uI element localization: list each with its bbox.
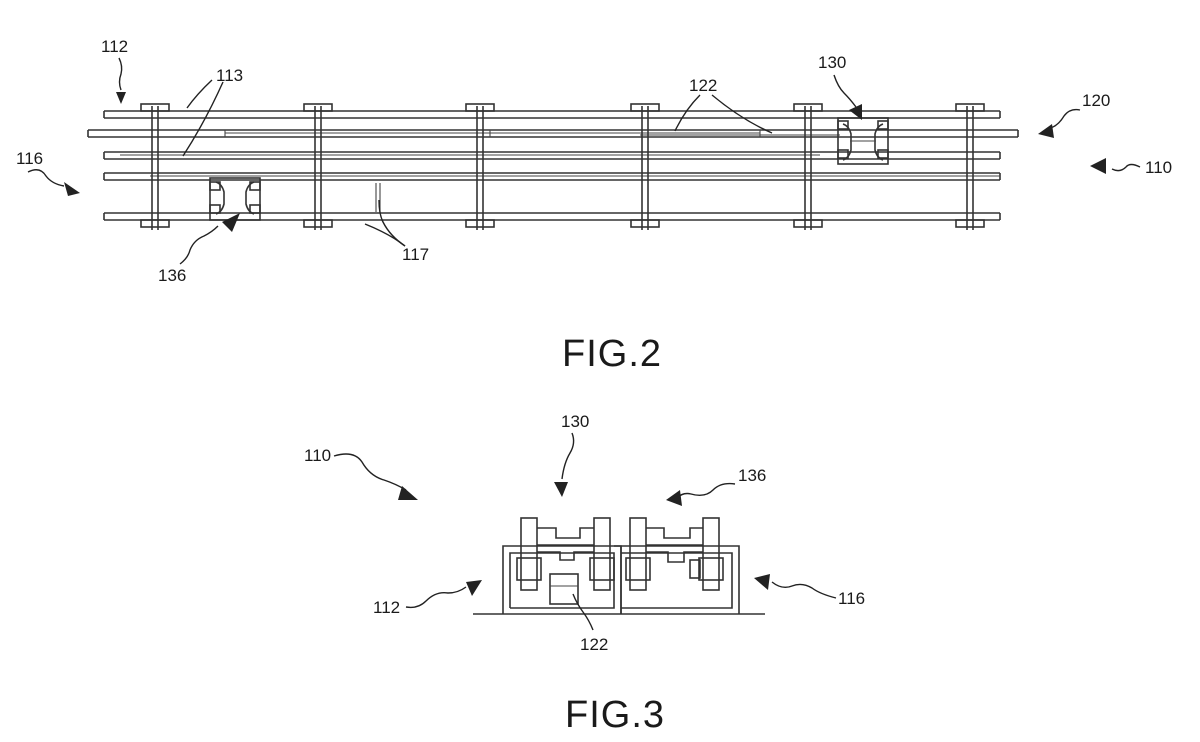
fig3-label-130: 130 (561, 412, 589, 431)
fig2-vehicle-130 (837, 117, 889, 165)
fig3-label-122: 122 (580, 635, 608, 654)
fig2-label-130: 130 (818, 53, 846, 72)
fig2-label-110: 110 (1145, 158, 1172, 177)
fig3-leaders (333, 432, 837, 631)
fig2-label-117: 117 (402, 245, 429, 264)
fig3-vehicle-136 (625, 517, 724, 591)
fig3-label-110: 110 (304, 446, 331, 465)
fig3-label-112: 112 (373, 598, 400, 617)
fig3-reference-labels: 110 130 136 112 116 122 (304, 412, 865, 654)
fig2-vehicle-136 (209, 177, 261, 221)
fig3-label-136: 136 (738, 466, 766, 485)
fig2-reference-labels: 112 113 116 117 120 122 130 136 110 (16, 37, 1172, 285)
fig2-caption: FIG.2 (562, 333, 662, 375)
fig2-label-116: 116 (16, 149, 43, 168)
fig2-label-122: 122 (689, 76, 717, 95)
fig3-frames (502, 545, 740, 614)
fig2-rail-seams (120, 130, 1000, 177)
fig2-leaders (27, 57, 1141, 265)
fig2-posts (140, 103, 985, 230)
fig2-label-136: 136 (158, 266, 186, 285)
fig3-vehicle-130 (516, 517, 615, 605)
fig2-label-113: 113 (216, 66, 243, 85)
fig2-rails (87, 110, 1019, 221)
fig2-label-120: 120 (1082, 91, 1110, 110)
fig2-label-112: 112 (101, 37, 128, 56)
fig3-drawing: 110 130 136 112 116 122 FIG.3 (304, 412, 865, 736)
fig3-label-116: 116 (838, 589, 865, 608)
fig3-caption: FIG.3 (565, 694, 665, 736)
fig2-drawing: 112 113 116 117 120 122 130 136 110 FIG.… (16, 37, 1172, 375)
